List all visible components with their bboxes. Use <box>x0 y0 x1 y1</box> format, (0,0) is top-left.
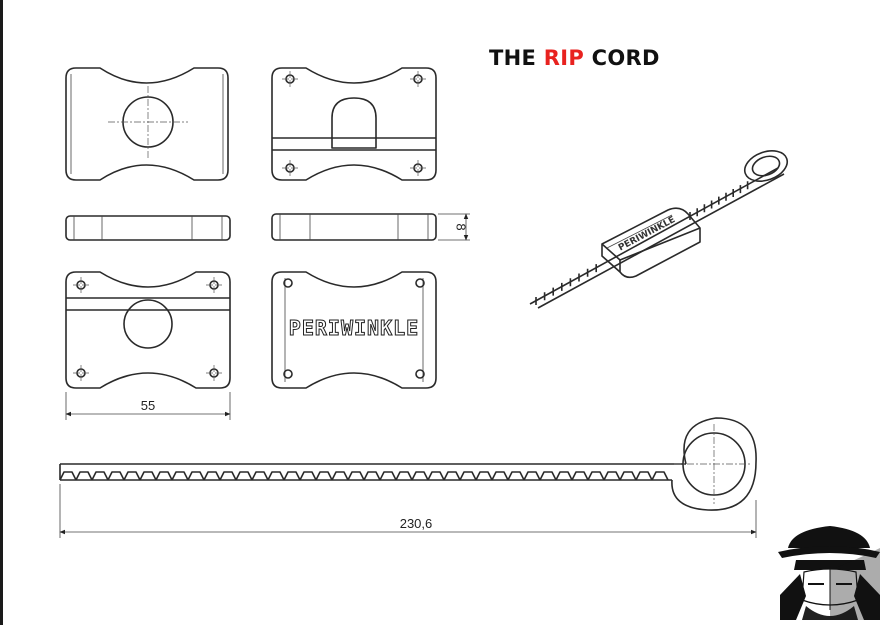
width-label: 55 <box>141 398 155 413</box>
dimension-length: 230,6 <box>59 484 757 538</box>
drawing-title: THE RIP CORD <box>489 46 660 70</box>
view-cord <box>59 417 757 511</box>
thickness-label: 8 <box>454 223 469 230</box>
view-bottom <box>65 271 231 389</box>
iso-tooth-row <box>535 181 749 305</box>
view-top-with-slot <box>271 67 437 181</box>
view-side-left <box>65 215 231 241</box>
title-accent: RIP <box>543 46 585 70</box>
cord-teeth <box>59 471 669 481</box>
engraving-text: PERIWINKLE <box>289 316 419 340</box>
title-prefix: THE <box>489 46 544 70</box>
dimension-width: 55 <box>65 392 231 420</box>
iso-cord-teeth <box>535 181 749 305</box>
dimension-thickness: 8 <box>438 213 470 241</box>
cord-tooth-row <box>59 471 669 481</box>
view-isometric: PERIWINKLE <box>529 150 789 309</box>
title-suffix: CORD <box>584 46 660 70</box>
detective-hat-logo-icon <box>778 526 880 620</box>
length-label: 230,6 <box>400 516 433 531</box>
view-side-right <box>271 213 437 241</box>
view-engraved-face: PERIWINKLE <box>271 271 437 389</box>
view-top-with-hole <box>65 67 229 181</box>
page-edge-rule <box>0 0 3 625</box>
